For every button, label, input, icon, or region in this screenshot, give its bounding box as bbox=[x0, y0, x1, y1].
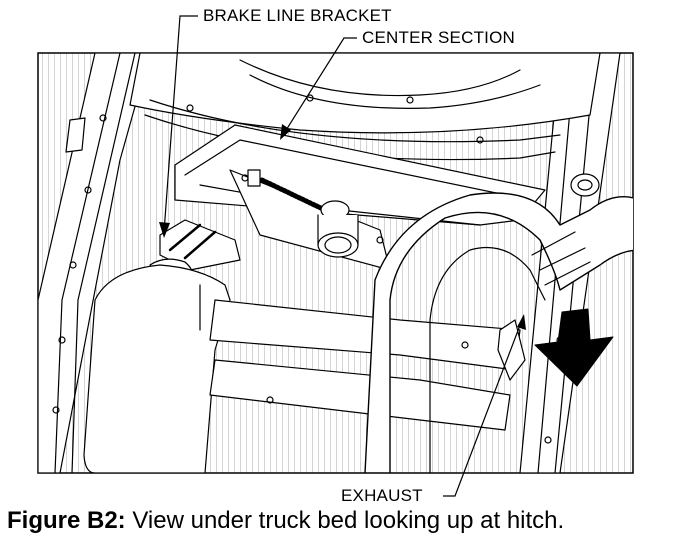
fuel-tank bbox=[83, 264, 231, 473]
exhaust-leader bbox=[443, 319, 523, 497]
brake-line-bracket-label: BRAKE LINE BRACKET bbox=[203, 6, 392, 25]
direction-arrow-icon bbox=[534, 308, 614, 387]
caption-text: View under truck bed looking up at hitch… bbox=[125, 507, 565, 534]
exhaust-pipe bbox=[364, 173, 633, 473]
figure-number: Figure B2: bbox=[7, 507, 126, 534]
left-frame-rail bbox=[38, 53, 151, 473]
rear-cross-member bbox=[129, 53, 601, 161]
brake-line-bracket-leader bbox=[163, 15, 198, 233]
hitch-receiver bbox=[317, 214, 359, 258]
center-section-leader bbox=[282, 37, 357, 136]
exhaust-arrowhead bbox=[517, 314, 526, 330]
hitch-bolt-spring bbox=[247, 169, 350, 220]
figure-caption: Figure B2: View under truck bed looking … bbox=[7, 509, 564, 533]
brake-line-bracket-arrowhead bbox=[159, 222, 170, 238]
center-section-arrowhead bbox=[280, 124, 291, 140]
exhaust-label: EXHAUST bbox=[341, 486, 423, 505]
center-section-label: CENTER SECTION bbox=[362, 28, 515, 47]
